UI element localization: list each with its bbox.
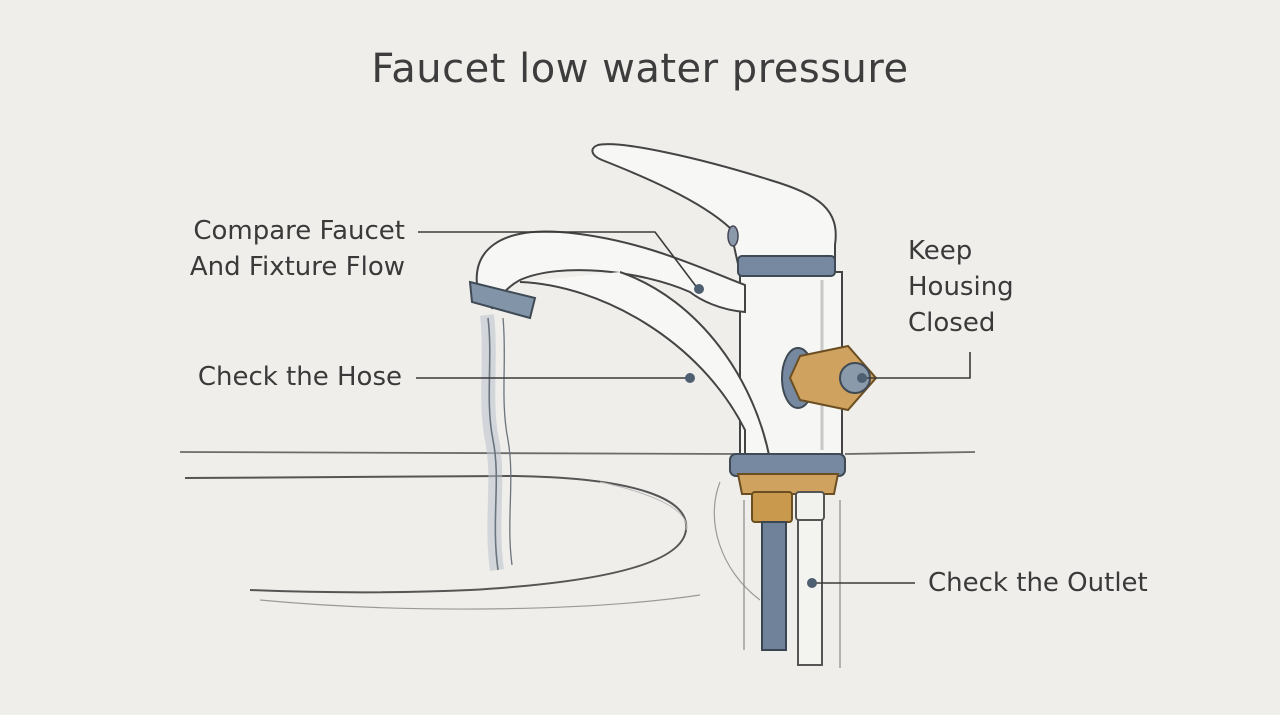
aerator [468,280,537,320]
callout-keep-housing-line-1: Keep [908,236,973,266]
leader-keep-housing [862,352,971,379]
callout-check-outlet: Check the Outlet [928,568,1148,598]
supply-hose-blue [761,521,787,651]
callout-dot-compare-flow [694,284,704,294]
callout-compare-flow-line-2: And Fixture Flow [189,252,405,282]
callout-dot-check-hose [685,373,695,383]
water-stream [480,314,513,571]
leader-compare-flow [418,231,699,290]
sink-basin [184,474,688,594]
valve-housing [781,344,878,412]
supply-hose-white [797,519,823,666]
callout-dot-keep-housing [857,373,867,383]
base-ring [729,453,846,477]
countertop-line [179,451,976,455]
brass-fitting [736,473,840,495]
lever-handle [591,143,837,266]
callout-check-hose: Check the Hose [197,362,402,392]
callout-keep-housing-line-3: Closed [908,308,996,338]
callout-keep-housing-line-2: Housing [908,272,1014,302]
diagram-title: Faucet low water pressure [371,46,909,92]
callout-compare-flow-line-1: Compare Faucet [193,216,405,246]
callout-keep-housing: Keep Housing Closed [908,233,1014,341]
callout-compare-flow: Compare Faucet And Fixture Flow [150,213,405,285]
handle-band [737,255,836,277]
callout-dot-check-outlet [807,578,817,588]
